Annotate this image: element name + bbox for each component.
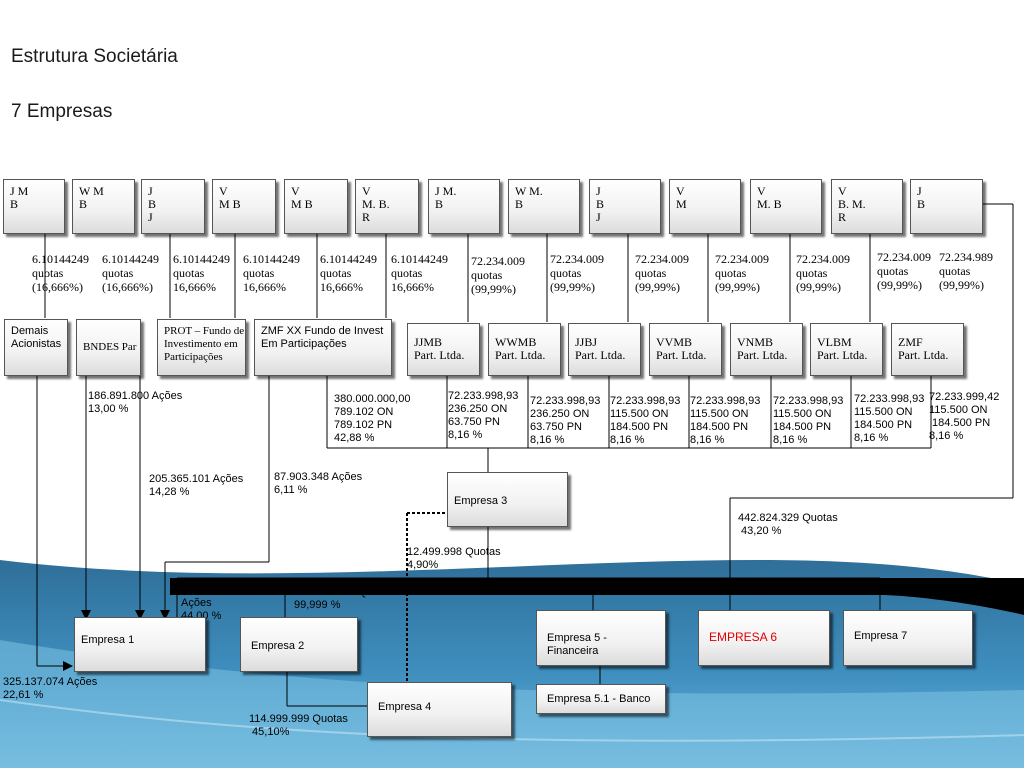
shareholder-vmbr: V M. B. R (355, 179, 419, 234)
holding-vlbm: VLBM Part. Ltda. (810, 323, 883, 376)
stake-label: 442.824.329 Quotas 43,20 % (738, 512, 838, 537)
holding-zmf: ZMF Part. Ltda. (891, 323, 964, 376)
holding-jjmb: JJMB Part. Ltda. (407, 323, 480, 376)
shareholder-vmb-3: V M. B (750, 179, 822, 234)
empresa-7: Empresa 7 (843, 610, 973, 666)
holder-prot-fundo: PROT – Fundo de Investimento em Particip… (157, 319, 246, 376)
empresa-1: Empresa 1 (74, 617, 206, 672)
stake-label: 6.10144249 quotas 16,666% (173, 252, 230, 294)
stake-label: 114.999.999 Quotas 45,10% (249, 713, 348, 738)
shareholder-jmb-2: J M. B (428, 179, 500, 234)
holder-demais-acionistas: Demais Acionistas (4, 319, 68, 376)
stake-label: 72.233.998,93 115.500 ON 184.500 PN 8,16… (690, 395, 761, 446)
stake-label: 72.233.999,42 115.500 ON 184.500 PN 8,16… (929, 391, 1000, 442)
shareholder-wmb: W M B (72, 179, 135, 234)
stake-label: 6.10144249 quotas (16,666%) (32, 252, 89, 294)
stake-label: 6.10144249 quotas 16,666% (391, 252, 448, 294)
shareholder-wmb-2: W M. B (508, 179, 580, 234)
holding-wwmb: WWMB Part. Ltda. (488, 323, 561, 376)
stake-label: 72.233.998,93 115.500 ON 184.500 PN 8,16… (610, 395, 681, 446)
holder-zmf-xx: ZMF XX Fundo de Invest Em Participações (254, 319, 392, 376)
stake-label: 72.234.009 quotas (99,99%) (550, 252, 604, 294)
stake-label: 12.499.998 Quotas 4,90% (407, 546, 501, 571)
holding-vnmb: VNMB Part. Ltda. (730, 323, 803, 376)
holding-jjbj: JJBJ Part. Ltda. (568, 323, 641, 376)
empresa-5-1: Empresa 5.1 - Banco (536, 684, 666, 714)
shareholder-jbj-2: J B J (589, 179, 661, 234)
stake-label: 380.000.000,00 789.102 ON 789.102 PN 42,… (334, 393, 411, 444)
stake-label: 72.233.998,93 236.250 ON 63.750 PN 8,16 … (448, 390, 519, 441)
stake-label: 325.137.074 Ações 22,61 % (3, 676, 98, 701)
empresa-4: Empresa 4 (367, 682, 512, 737)
page-title: Estrutura Societária (11, 46, 178, 67)
shareholder-vmb-2: V M B (284, 179, 348, 234)
stake-label: 72.234.989 quotas (99,99%) (939, 250, 993, 292)
stake-label: 72.233.998,93 115.500 ON 184.500 PN 8,16… (854, 393, 925, 444)
empresa-2: Empresa 2 (240, 617, 358, 672)
shareholder-jmb: J M B (3, 179, 65, 234)
stake-label: 6.10144249 quotas (16,666%) (102, 252, 159, 294)
stake-label: 6.10144249 quotas 16,666% (320, 252, 377, 294)
stake-label: 186.891.800 Ações 13,00 % (88, 390, 183, 415)
shareholder-vmb-1: V M B (212, 179, 276, 234)
stake-label: 72.234.009 quotas (99,99%) (715, 252, 769, 294)
stake-label: 127.573.529 Quotas 99,999 % (294, 586, 394, 611)
empresa-5: Empresa 5 - Financeira (536, 610, 666, 666)
shareholder-jb: J B (910, 179, 983, 234)
shareholder-vbmr: V B. M. R (831, 179, 903, 234)
stake-label: 87.903.348 Ações 6,11 % (274, 471, 363, 496)
stake-label: 72.233.998,93 115.500 ON 184.500 PN 8,16… (773, 395, 844, 446)
holding-vvmb: VVMB Part. Ltda. (649, 323, 722, 376)
stake-label: 72.234.009 quotas (99,99%) (471, 254, 525, 296)
shareholder-vm: V M (669, 179, 741, 234)
empresa-6: EMPRESA 6 (698, 610, 830, 666)
stake-label: 72.234.009 quotas (99,99%) (796, 252, 850, 294)
shareholder-jbj: J B J (141, 179, 205, 234)
page-subtitle: 7 Empresas (11, 101, 113, 122)
holder-bndes: BNDES Par (76, 319, 141, 376)
stake-label: 72.233.998,93 236.250 ON 63.750 PN 8,16 … (530, 395, 601, 446)
empresa-3: Empresa 3 (447, 472, 568, 527)
stake-label: 6.10144249 quotas 16,666% (243, 252, 300, 294)
stake-label: 72.234.009 quotas (99,99%) (635, 252, 689, 294)
stake-label: 72.234.009 quotas (99,99%) (877, 250, 931, 292)
stake-label: 205.365.101 Ações 14,28 % (149, 473, 244, 498)
